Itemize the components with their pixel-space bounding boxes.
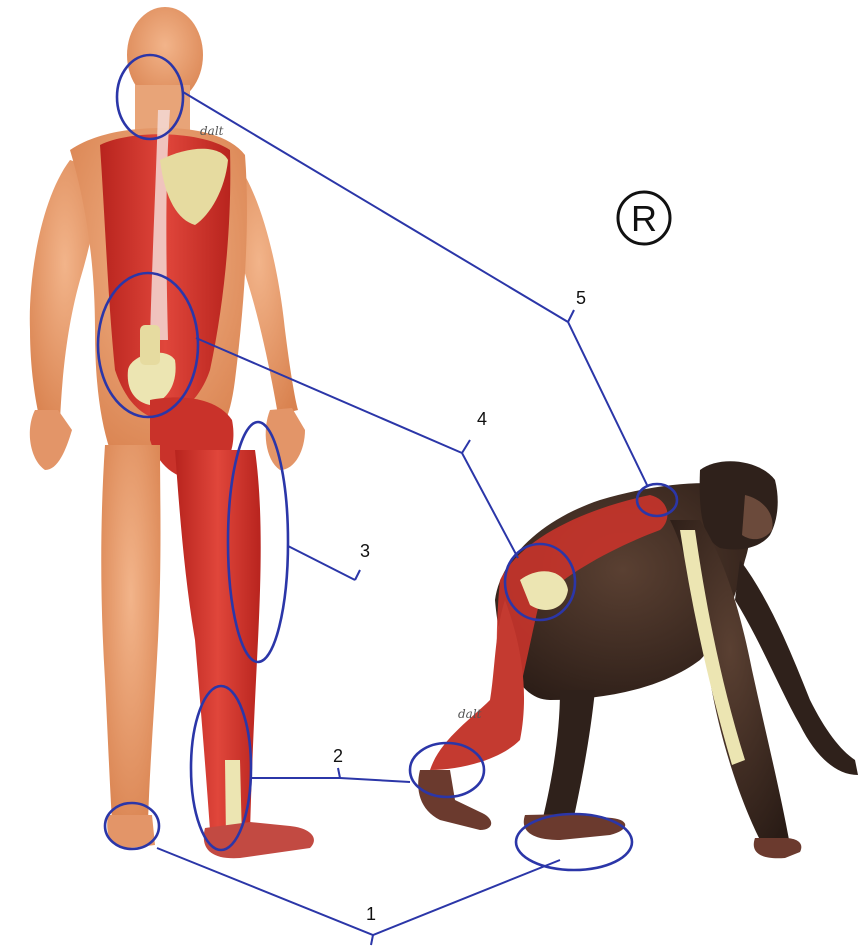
label-5: 5: [576, 288, 586, 308]
chimp-far-foot: [524, 814, 625, 840]
leader-3: [288, 546, 355, 580]
registered-mark: R: [618, 192, 670, 244]
chimp-thigh-muscles: [430, 600, 524, 770]
leader-5-tick: [568, 310, 574, 322]
chimp-front-hand: [754, 838, 802, 858]
chimpanzee-figure: dalt: [418, 461, 858, 858]
leader-2: [252, 778, 410, 782]
chimp-near-foot: [418, 770, 491, 830]
leader-4-tick: [462, 440, 470, 453]
human-right-leg-muscles: [175, 450, 261, 832]
human-lumbar-vertebrae: [140, 325, 160, 365]
label-4: 4: [477, 409, 487, 429]
registered-mark-letter: R: [631, 198, 657, 239]
human-left-leg: [101, 445, 160, 822]
leader-3-tick: [355, 570, 360, 580]
label-1: 1: [366, 904, 376, 924]
label-2: 2: [333, 746, 343, 766]
leader-1-tick: [371, 935, 373, 945]
chimp-head: [700, 461, 778, 549]
human-right-hand: [266, 408, 305, 470]
human-right-foot: [204, 822, 314, 858]
illustrator-signature-chimp: dalt: [458, 707, 482, 721]
label-3: 3: [360, 541, 370, 561]
leader-1: [157, 848, 560, 935]
human-left-hand: [30, 410, 72, 470]
illustrator-signature: dalt: [200, 124, 224, 138]
leader-2-tick: [338, 768, 340, 778]
